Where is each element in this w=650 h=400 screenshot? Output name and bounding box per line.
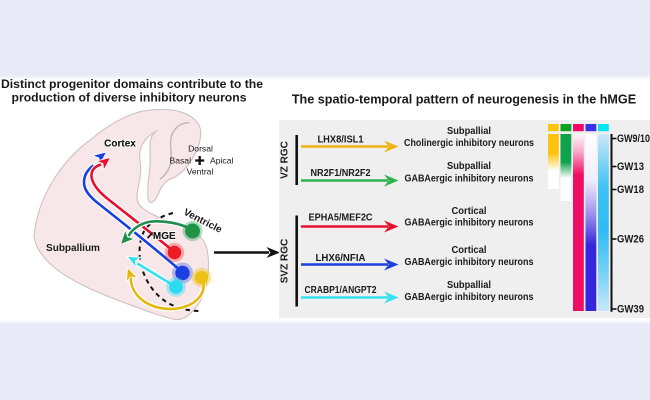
svg-text:NR2F1/NR2F2: NR2F1/NR2F2 xyxy=(311,167,371,179)
svg-text:CRABP1/ANGPT2: CRABP1/ANGPT2 xyxy=(305,284,377,296)
svg-text:GW26: GW26 xyxy=(617,234,644,246)
svg-text:Cortex: Cortex xyxy=(104,139,136,150)
svg-text:Subpallial: Subpallial xyxy=(447,160,491,172)
svg-text:GW13: GW13 xyxy=(617,161,644,173)
svg-text:The spatio-temporal pattern of: The spatio-temporal pattern of neurogene… xyxy=(292,93,636,107)
svg-text:GABAergic inhibitory neurons: GABAergic inhibitory neurons xyxy=(405,173,534,185)
svg-text:Cortical: Cortical xyxy=(452,244,487,256)
svg-text:MGE: MGE xyxy=(153,231,176,242)
svg-text:MGE: MGE xyxy=(153,231,176,242)
svg-text:Cortical: Cortical xyxy=(452,205,487,217)
svg-text:Ventral: Ventral xyxy=(187,167,214,177)
svg-text:GW9/10: GW9/10 xyxy=(617,133,650,145)
svg-text:Cholinergic inhibitory neurons: Cholinergic inhibitory neurons xyxy=(404,137,534,149)
svg-text:Dorsal: Dorsal xyxy=(188,144,213,154)
svg-text:Basal: Basal xyxy=(170,156,192,166)
svg-text:GABAergic inhibitory neurons: GABAergic inhibitory neurons xyxy=(405,291,534,303)
svg-text:GABAergic inhibitory neurons: GABAergic inhibitory neurons xyxy=(405,217,534,229)
svg-text:Apical: Apical xyxy=(210,156,233,166)
svg-text:Subpallial: Subpallial xyxy=(447,279,491,291)
svg-text:LHX8/ISL1: LHX8/ISL1 xyxy=(318,134,364,146)
svg-text:Subpallial: Subpallial xyxy=(447,125,491,137)
svg-text:SVZ RGC: SVZ RGC xyxy=(280,239,291,283)
svg-text:Distinct progenitor domains co: Distinct progenitor domains contribute t… xyxy=(1,77,263,91)
svg-text:GW39: GW39 xyxy=(617,304,644,316)
svg-text:Cortex: Cortex xyxy=(104,139,136,150)
svg-text:EPHA5/MEF2C: EPHA5/MEF2C xyxy=(309,212,373,224)
svg-text:LHX6/NFIA: LHX6/NFIA xyxy=(316,252,366,264)
svg-text:GABAergic inhibitory neurons: GABAergic inhibitory neurons xyxy=(405,256,534,268)
svg-text:Subpallium: Subpallium xyxy=(46,243,100,254)
svg-text:VZ RGC: VZ RGC xyxy=(280,141,291,179)
svg-text:production of diverse inhibito: production of diverse inhibitory neurons xyxy=(12,91,247,105)
svg-text:GW18: GW18 xyxy=(617,184,644,196)
